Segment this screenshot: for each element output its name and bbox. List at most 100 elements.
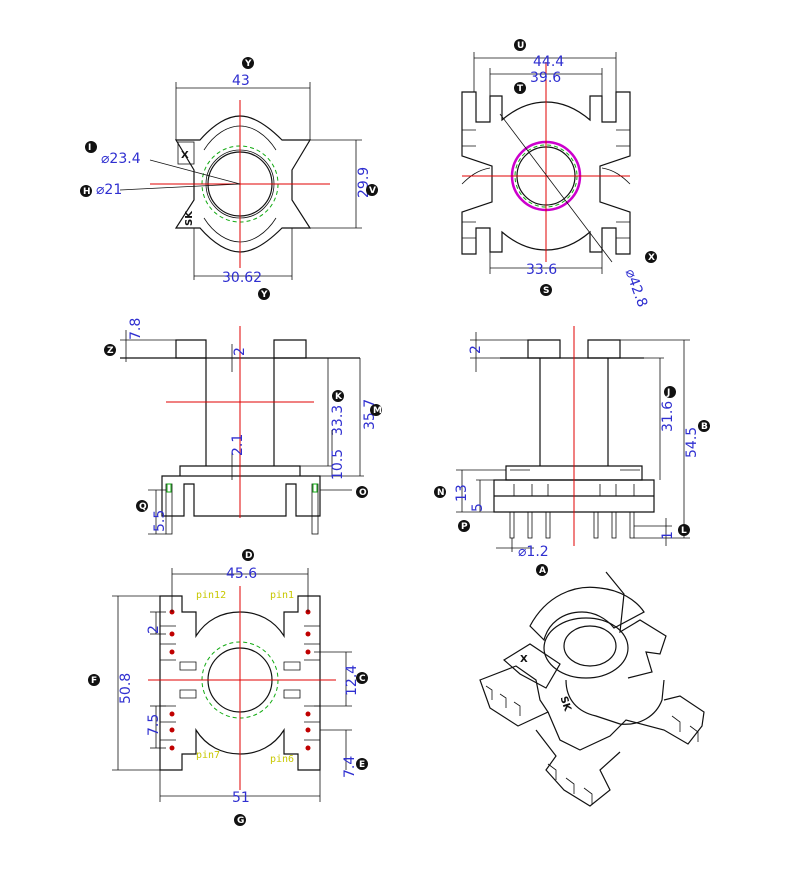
dim-label-2-1: 2.1 [230,434,246,456]
iso-mark-sk: SK [557,695,572,714]
dim-label-31-6: 31.6 [660,401,676,432]
dim-label-dia-42-8: ⌀42.8 [622,267,651,310]
dim-label-33-6: 33.6 [526,262,557,278]
iso-bottom-base [535,729,621,807]
svg-text:P: P [461,522,468,532]
svg-text:U: U [517,41,524,51]
svg-text:X: X [648,253,655,263]
bubble-total: M [370,404,382,416]
bubble-left: F [88,674,100,686]
core-walls [205,358,275,466]
bubble-bottom: S [540,284,552,296]
bubble-base: N [434,486,446,498]
bubble-bottom: G [234,814,246,826]
bubble-dia-outer: I [85,141,97,153]
dim-label-7-8: 7.8 [128,318,144,340]
svg-text:J: J [666,388,670,398]
dim-label-30-62: 30.62 [222,270,262,286]
dim-label-44-4: 44.4 [533,54,564,70]
iso-left-base [479,665,549,727]
iso-top-flange-back [529,586,645,642]
svg-text:D: D [245,551,252,561]
base-block [493,479,655,513]
svg-text:A: A [539,566,546,576]
dim-label-51: 51 [232,790,250,806]
top-left-view: X SK 43 Y 29.9 V 30.62 Y ⌀23.4 ⌀21 I H [80,57,378,300]
dim-label-dia-1-2: ⌀1.2 [518,544,549,560]
svg-text:T: T [517,84,524,94]
mark-box-x [177,141,195,165]
iso-mark-x: X [520,654,528,665]
bubble-bottom: Y [258,288,270,300]
svg-text:H: H [83,187,91,197]
pin-label-pin12: pin12 [196,590,226,601]
dim-label-45-6: 45.6 [226,566,257,582]
bubble-pin-left: Q [136,500,148,512]
svg-text:I: I [88,143,91,153]
dim-label-1: 1 [660,531,676,540]
bubble-top: D [242,549,254,561]
svg-text:L: L [681,526,687,536]
pin-label-pin1: pin1 [270,590,294,601]
iso-right-fins [605,571,667,679]
iso-top-flange-ring [543,617,629,679]
bottom-left-view: pin12 pin1 pin7 pin6 45.6 D 51 G 50.8 F … [88,549,368,826]
svg-text:K: K [335,392,343,402]
bubble-dia-inner: H [80,185,92,197]
dim-label-43: 43 [232,73,250,89]
dim-label-39-6: 39.6 [530,70,561,86]
dim-label-33-3: 33.3 [330,405,346,436]
dim-label-2: 2 [146,625,162,634]
bubble-gap: C [356,672,368,684]
dim-label-12-4: 12.4 [344,665,360,696]
iso-right-base [547,695,705,751]
mark-sk-label: SK [184,210,195,226]
bubble-outer: U [514,39,526,51]
pins [509,511,635,539]
bubble-tip: L [678,524,690,536]
dim-label-2-top: 2 [232,347,248,356]
dim-label-2: 2 [468,345,484,354]
dim-label-10-5: 10.5 [330,449,346,480]
svg-text:Z: Z [107,346,114,356]
bubble-base2: P [458,520,470,532]
bubble-pin: A [536,564,548,576]
svg-text:G: G [237,816,244,826]
dim-label-7-5: 7.5 [146,714,162,736]
svg-text:B: B [701,422,708,432]
top-right-view: 44.4 U 39.6 T 33.6 S ⌀42.8 X [461,39,657,310]
pin-label-pin7: pin7 [196,750,220,761]
dim-label-7-4: 7.4 [342,756,358,778]
svg-text:C: C [359,674,366,684]
flange-outline-ribbed [461,91,631,255]
dim-label-5-5: 5.5 [152,510,168,532]
mid-right-view: 2 31.6 J 54.5 B 13 5 N P ⌀1.2 A 1 L [434,326,710,576]
bubble-flange: Z [104,344,116,356]
svg-text:Y: Y [260,290,268,300]
iso-core [565,679,665,725]
pin-label-pin6: pin6 [270,754,294,765]
svg-text:O: O [359,488,367,498]
dim-label-13: 13 [454,484,470,502]
bubble-right: V [366,184,378,196]
dim-label-5: 5 [470,503,486,512]
iso-bore-top [563,625,617,667]
bubble-core: K [332,390,344,402]
mid-left-view: 7.8 Z 2 33.3 K 35.7 M 10.5 2.1 5.5 Q O [104,318,382,535]
isometric-view: X SK [479,571,705,807]
bubble-pin-right: O [356,486,368,498]
bubble-total: B [698,420,710,432]
bubble-dia: X [645,251,657,263]
dim-label-dia-23-4: ⌀23.4 [101,151,141,167]
svg-text:Y: Y [244,59,252,69]
mark-x-label: X [181,150,189,161]
dim-label-50-8: 50.8 [118,673,134,704]
base-block [161,465,321,517]
svg-text:N: N [437,488,445,498]
svg-text:S: S [543,286,549,296]
dim-label-dia-21: ⌀21 [96,182,122,198]
bubble-core: J [664,386,676,398]
core-walls [539,358,609,466]
bubble-side: E [356,758,368,770]
